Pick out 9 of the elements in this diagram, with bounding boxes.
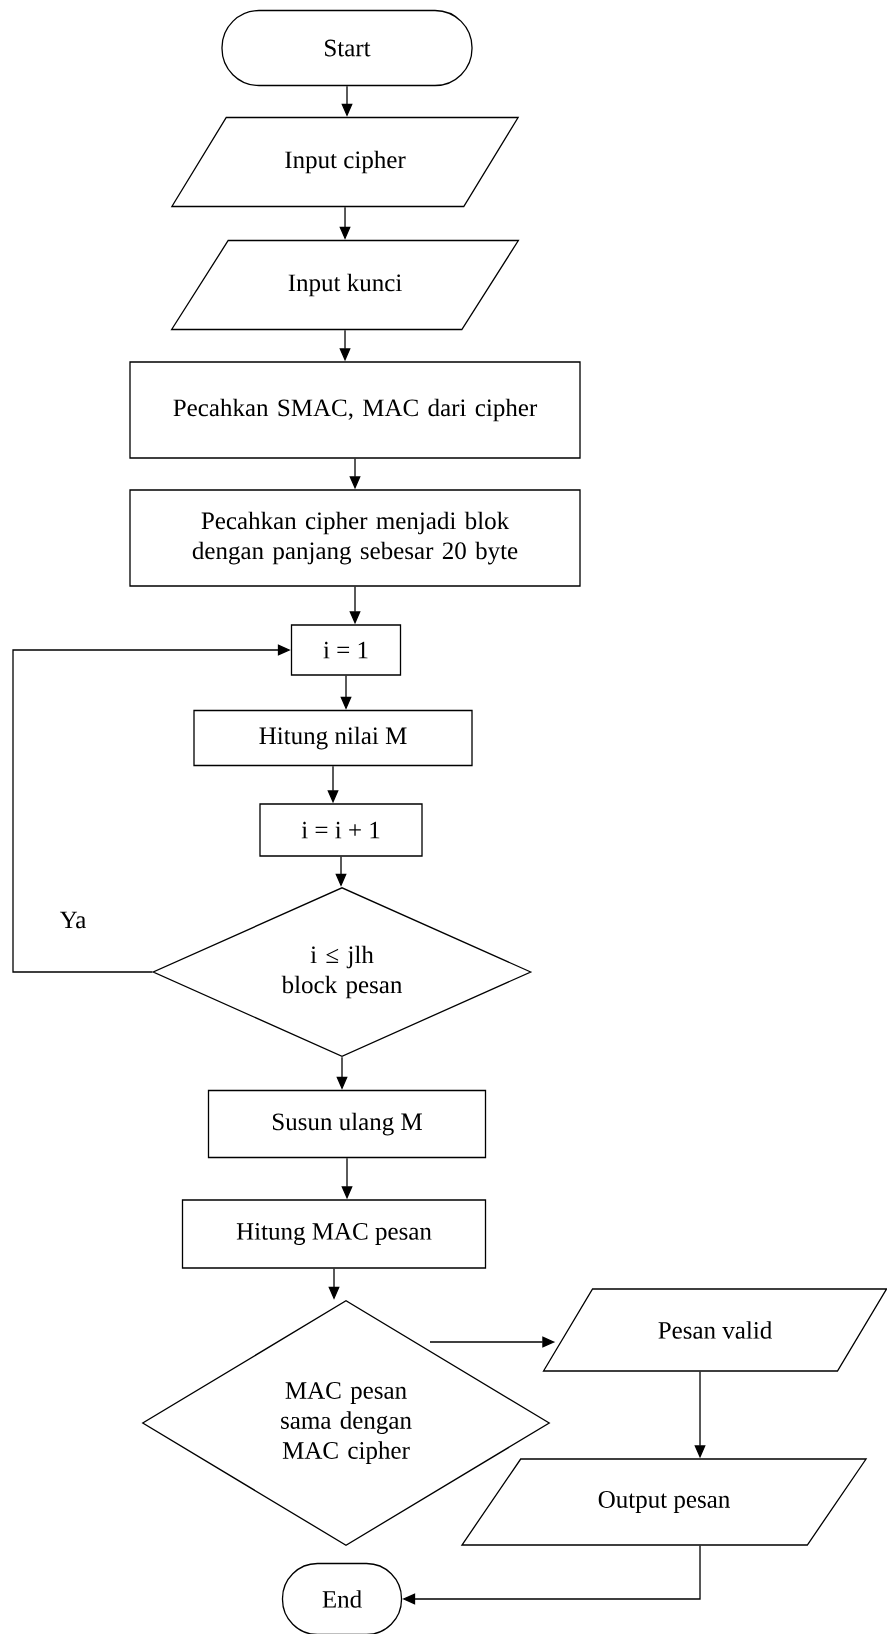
process-box: Hitung MAC pesan bbox=[181, 1199, 487, 1269]
process-box: i = i + 1 bbox=[259, 803, 423, 857]
process-box: i = 1 bbox=[290, 624, 402, 676]
process-box: Pecahkan SMAC, MAC dari cipher bbox=[129, 361, 581, 459]
edge-label: Ya bbox=[58, 910, 88, 930]
process-box: Pecahkan cipher menjadi blok dengan panjang sebesar 20 byte bbox=[129, 489, 581, 587]
input-output-box: Pesan valid bbox=[542, 1288, 887, 1372]
process-box: Hitung nilai M bbox=[193, 709, 473, 767]
process-box: Susun ulang M bbox=[207, 1089, 487, 1159]
